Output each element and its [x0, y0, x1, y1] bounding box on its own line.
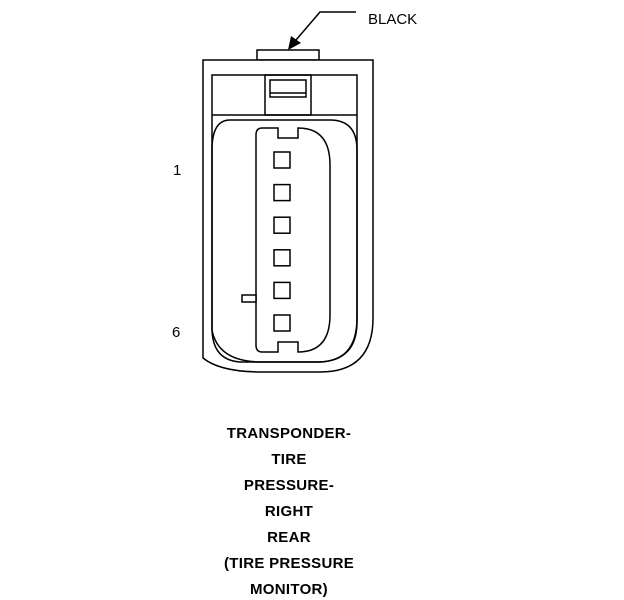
pin-first-label: 1	[173, 162, 181, 179]
pin-carrier	[255, 127, 331, 353]
pin-cavity-2	[273, 183, 291, 202]
color-leader-line	[295, 11, 356, 41]
title-line: TIRE	[271, 451, 306, 468]
pin-group	[273, 151, 291, 332]
title-line: (TIRE PRESSURE	[224, 555, 354, 572]
title-line: REAR	[267, 529, 311, 546]
title-line: PRESSURE-	[244, 477, 334, 494]
title-line: TRANSPONDER-	[227, 425, 351, 442]
connector-title: TRANSPONDER- TIRE PRESSURE- RIGHT REAR (…	[224, 425, 354, 598]
title-line: RIGHT	[265, 503, 313, 520]
color-leader-arrow	[288, 36, 301, 50]
connector-latch	[269, 79, 307, 98]
pin-cavity-1	[273, 151, 291, 169]
pin-cavity-6	[273, 314, 291, 332]
pin-cavity-4	[273, 249, 291, 267]
connector-face	[211, 119, 358, 363]
pin-last-label: 6	[172, 324, 180, 341]
connector-top-tab	[256, 49, 320, 61]
connector-latch-slot	[264, 74, 312, 116]
title-line: MONITOR)	[250, 581, 328, 598]
pin-cavity-5	[273, 281, 291, 300]
pin-cavity-3	[273, 216, 291, 234]
connector-color-label: BLACK	[368, 11, 417, 28]
keying-nub	[241, 294, 257, 303]
